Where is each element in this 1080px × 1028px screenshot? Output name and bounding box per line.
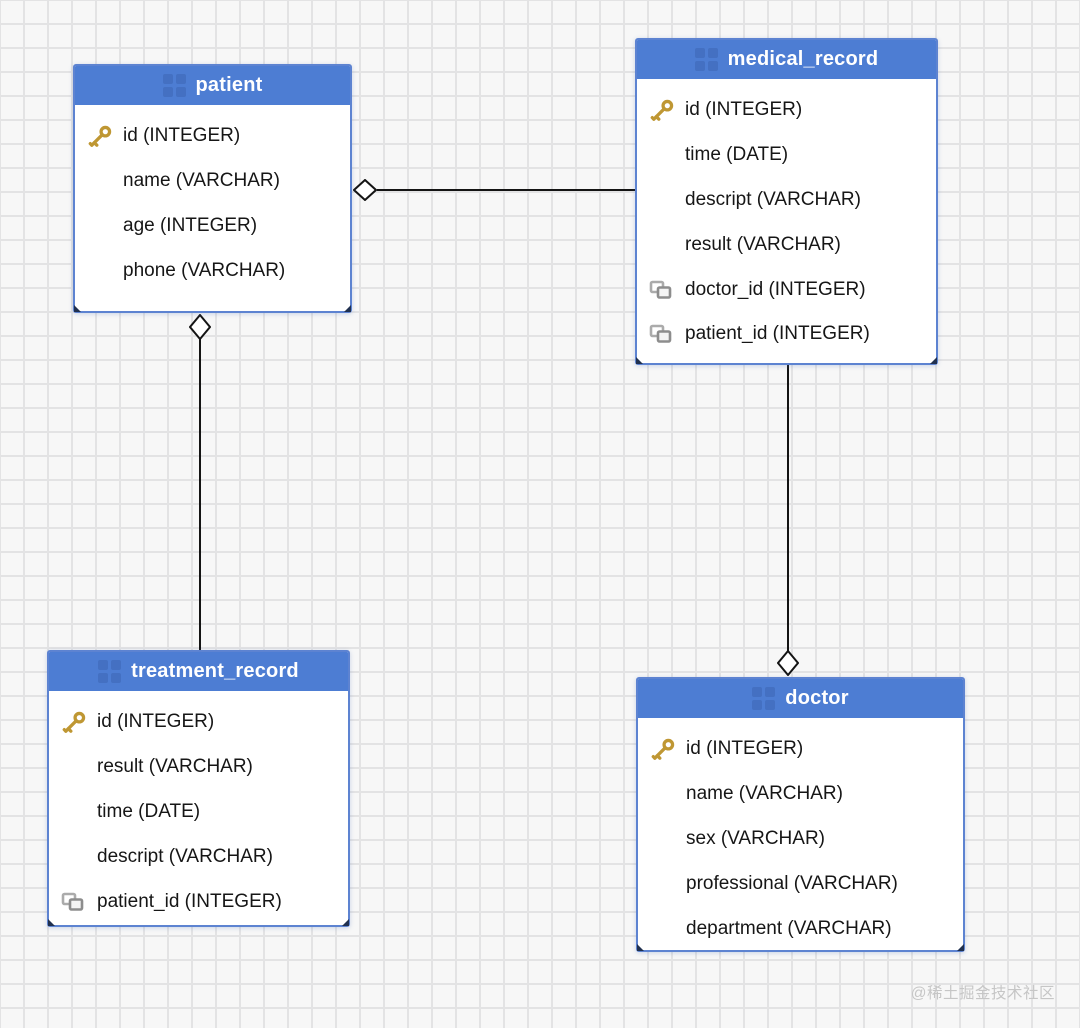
table-corner-handle[interactable]	[344, 305, 351, 312]
table-grid-icon	[752, 687, 776, 710]
field-row[interactable]: descript (VARCHAR)	[637, 178, 936, 223]
table-medical-record[interactable]: medical_record id (INTEGER) time (DATE) …	[635, 38, 938, 365]
field-row[interactable]: professional (VARCHAR)	[638, 861, 963, 906]
field-list: id (INTEGER) result (VARCHAR) time (DATE…	[49, 691, 348, 924]
table-treatment-record[interactable]: treatment_record id (INTEGER) result (VA…	[47, 650, 350, 927]
aggregation-diamond-icon	[353, 179, 377, 201]
table-header[interactable]: medical_record	[637, 40, 936, 79]
watermark-text: @稀土掘金技术社区	[910, 985, 1055, 1002]
field-row[interactable]: doctor_id (INTEGER)	[637, 267, 936, 312]
field-label: patient_id (INTEGER)	[685, 323, 870, 345]
field-label: descript (VARCHAR)	[685, 188, 861, 210]
table-title: treatment_record	[131, 660, 299, 682]
field-row[interactable]: patient_id (INTEGER)	[637, 312, 936, 357]
table-grid-icon	[98, 660, 122, 683]
field-row[interactable]: name (VARCHAR)	[75, 159, 350, 204]
field-label: professional (VARCHAR)	[686, 872, 898, 894]
field-label: result (VARCHAR)	[685, 233, 841, 255]
field-row[interactable]: id (INTEGER)	[49, 700, 348, 745]
aggregation-diamond-icon	[189, 314, 211, 340]
foreign-key-icon	[649, 280, 685, 300]
table-corner-handle[interactable]	[957, 944, 964, 951]
field-row[interactable]: phone (VARCHAR)	[75, 248, 350, 293]
field-label: doctor_id (INTEGER)	[685, 278, 866, 300]
table-corner-handle[interactable]	[342, 919, 349, 926]
field-row[interactable]: descript (VARCHAR)	[49, 834, 348, 879]
field-row[interactable]: name (VARCHAR)	[638, 772, 963, 817]
field-row[interactable]: id (INTEGER)	[75, 114, 350, 159]
table-title: medical_record	[727, 48, 879, 70]
aggregation-diamond-icon	[777, 650, 799, 676]
table-corner-handle[interactable]	[74, 305, 81, 312]
relationship-line-patient-treatment-record[interactable]	[199, 338, 201, 650]
table-title: doctor	[785, 687, 849, 709]
field-label: result (VARCHAR)	[97, 756, 253, 778]
field-row[interactable]: result (VARCHAR)	[49, 745, 348, 790]
field-row[interactable]: time (DATE)	[49, 790, 348, 835]
field-row[interactable]: id (INTEGER)	[638, 727, 963, 772]
primary-key-icon	[650, 736, 686, 763]
table-doctor[interactable]: doctor id (INTEGER) name (VARCHAR) sex (…	[636, 677, 965, 952]
field-label: id (INTEGER)	[686, 738, 804, 760]
table-header[interactable]: treatment_record	[49, 652, 348, 691]
foreign-key-icon	[649, 324, 685, 344]
field-label: time (DATE)	[685, 144, 789, 166]
field-label: id (INTEGER)	[123, 125, 241, 147]
field-row[interactable]: department (VARCHAR)	[638, 906, 963, 951]
table-corner-handle[interactable]	[48, 919, 55, 926]
relationship-line-medical-record-doctor[interactable]	[787, 365, 789, 652]
primary-key-icon	[649, 97, 685, 124]
field-label: age (INTEGER)	[123, 214, 258, 236]
table-corner-handle[interactable]	[930, 357, 937, 364]
field-label: sex (VARCHAR)	[686, 827, 825, 849]
field-label: patient_id (INTEGER)	[97, 890, 282, 912]
table-corner-handle[interactable]	[637, 944, 644, 951]
relationship-line-patient-medical-record[interactable]	[377, 189, 635, 191]
field-label: descript (VARCHAR)	[97, 845, 273, 867]
field-label: name (VARCHAR)	[686, 783, 843, 805]
field-row[interactable]: id (INTEGER)	[637, 88, 936, 133]
table-header[interactable]: doctor	[638, 679, 963, 718]
field-row[interactable]: patient_id (INTEGER)	[49, 879, 348, 924]
foreign-key-icon	[61, 892, 97, 912]
table-patient[interactable]: patient id (INTEGER) name (VARCHAR) age …	[73, 64, 352, 313]
field-row[interactable]: age (INTEGER)	[75, 204, 350, 249]
field-row[interactable]: result (VARCHAR)	[637, 222, 936, 267]
field-list: id (INTEGER) name (VARCHAR) age (INTEGER…	[75, 105, 350, 293]
field-label: department (VARCHAR)	[686, 917, 892, 939]
table-corner-handle[interactable]	[636, 357, 643, 364]
table-grid-icon	[694, 48, 718, 71]
primary-key-icon	[61, 709, 97, 736]
field-row[interactable]: time (DATE)	[637, 133, 936, 178]
field-label: id (INTEGER)	[97, 711, 215, 733]
field-label: time (DATE)	[97, 800, 201, 822]
field-label: phone (VARCHAR)	[123, 259, 286, 281]
field-label: name (VARCHAR)	[123, 170, 280, 192]
field-list: id (INTEGER) name (VARCHAR) sex (VARCHAR…	[638, 718, 963, 951]
field-list: id (INTEGER) time (DATE) descript (VARCH…	[637, 79, 936, 357]
field-row[interactable]: sex (VARCHAR)	[638, 817, 963, 862]
primary-key-icon	[87, 123, 123, 150]
table-header[interactable]: patient	[75, 66, 350, 105]
table-title: patient	[195, 74, 263, 96]
field-label: id (INTEGER)	[685, 99, 803, 121]
table-grid-icon	[162, 74, 186, 97]
